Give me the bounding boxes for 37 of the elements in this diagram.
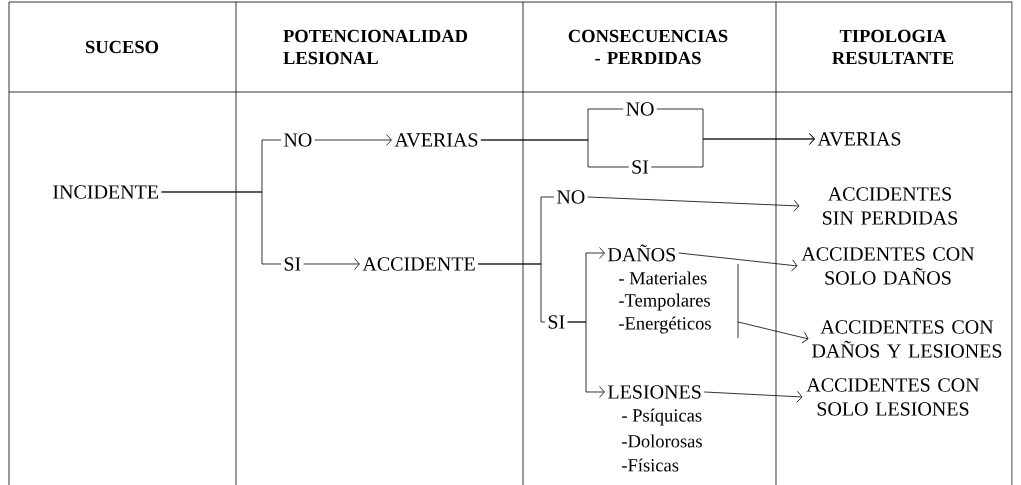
node-text: SI — [632, 160, 649, 174]
connector — [480, 139, 630, 168]
node-text: ACCIDENTES CON SOLO DAÑOS — [801, 247, 975, 285]
list-item: -Dolorosas — [622, 434, 702, 448]
list-item: -Tempolares — [619, 293, 710, 311]
column-header: TIPOLOGIA RESULTANTE — [832, 29, 954, 65]
list-item: - Materiales — [619, 271, 707, 285]
connector — [303, 258, 360, 270]
node-text: DAÑOS — [608, 244, 676, 262]
node-text: INCIDENTE — [53, 185, 159, 199]
connector — [161, 191, 282, 265]
node-text: ACCIDENTES SIN PERDIDAS — [823, 187, 958, 225]
node-text: ACCIDENTES CON DAÑOS Y LESIONES — [812, 320, 1002, 358]
column-header: POTENCIONALIDAD LESIONAL — [283, 29, 468, 65]
node-text: ACCIDENTE — [362, 257, 475, 271]
connector — [703, 390, 803, 403]
node-text: NO — [284, 133, 312, 147]
list-item: - Psíquicas — [622, 408, 702, 426]
column-header: SUCESO — [86, 40, 159, 54]
node-text: NO — [557, 190, 585, 204]
node-text: SI — [548, 315, 565, 329]
list-item: -Energéticos — [619, 316, 711, 334]
node-text: LESIONES — [608, 385, 701, 399]
connector — [314, 134, 392, 146]
connector — [737, 263, 809, 344]
node-text: AVERIAS — [394, 133, 478, 147]
node-text: SI — [284, 257, 301, 271]
connector — [587, 196, 800, 212]
node-text: AVERIAS — [817, 132, 901, 146]
list-item: -Físicas — [622, 458, 679, 472]
column-header: CONSECUENCIAS - PERDIDAS — [568, 29, 728, 65]
connector — [477, 263, 546, 323]
node-text: NO — [626, 102, 654, 116]
connector — [678, 252, 798, 272]
connector — [650, 133, 815, 168]
connector — [567, 321, 605, 398]
node-text: ACCIDENTES CON SOLO LESIONES — [806, 378, 980, 416]
